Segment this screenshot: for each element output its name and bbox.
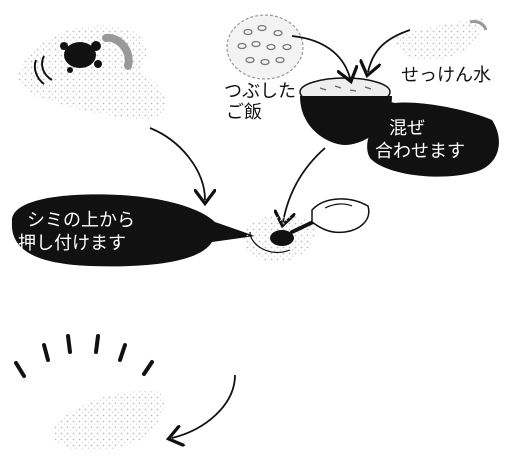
hand-with-spoon-icon (244, 198, 370, 262)
mix-text-line1: 混ぜ (389, 118, 425, 139)
mix-speech-bubble (367, 98, 499, 177)
sparkle-lines-icon (14, 334, 154, 378)
press-text-line2: 押し付けます (18, 233, 126, 254)
soapy-water-label: せっけん水 (401, 65, 491, 86)
stained-shirt-icon (17, 25, 166, 120)
mashed-rice-label-line2: ご飯 (226, 102, 262, 123)
mixing-bowl-icon (299, 77, 392, 145)
mix-text-line2: 合わせます (375, 141, 465, 162)
press-text-line1: シミの上から (27, 210, 135, 231)
clean-shirt-icon (55, 391, 164, 452)
rice-ball-icon (226, 14, 304, 80)
soap-water-icon (395, 18, 488, 60)
press-speech-bubble (11, 194, 255, 267)
mashed-rice-label-line1: つぶした (224, 81, 296, 102)
